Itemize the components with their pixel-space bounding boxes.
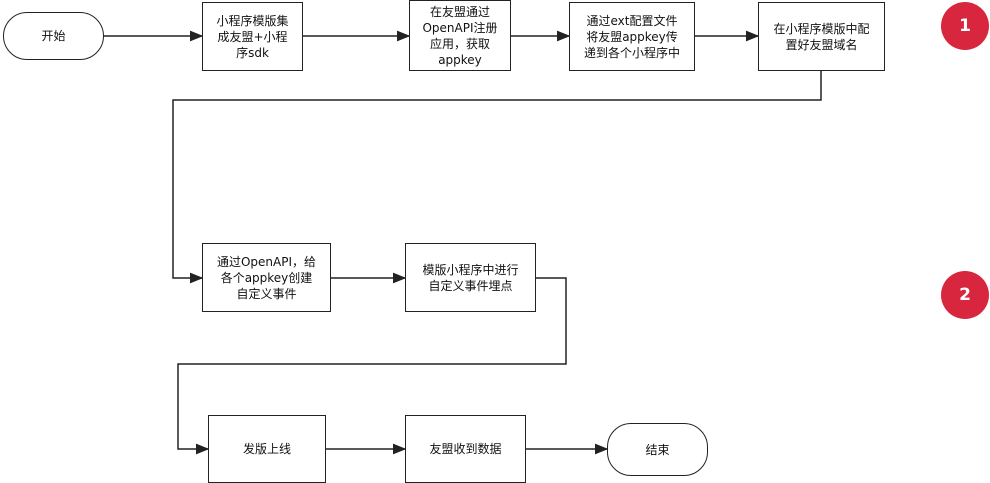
step-domain-config: 在小程序模版中配 置好友盟域名 [758,2,885,71]
end-node: 结束 [607,423,708,476]
step-receive-data: 友盟收到数据 [405,415,526,483]
end-label: 结束 [645,442,670,457]
phase-1-badge: 1 [941,2,989,50]
step-receive-data-label: 友盟收到数据 [429,442,502,456]
step-create-events: 通过OpenAPI，给 各个appkey创建 自定义事件 [202,243,331,312]
step-create-events-label: 通过OpenAPI，给 各个appkey创建 自定义事件 [216,254,317,301]
edge-track-to-release [177,277,567,455]
step-release-label: 发版上线 [242,442,291,456]
step-register-app-label: 在友盟通过 OpenAPI注册 应用，获取 appkey [422,4,498,67]
edge-domain-to-create-events [172,70,822,284]
start-node: 开始 [3,12,104,60]
phase-2-number: 2 [959,285,971,305]
step-integrate-sdk-label: 小程序模版集 成友盟+小程 序sdk [216,13,289,60]
step-track-events: 模版小程序中进行 自定义事件埋点 [405,243,536,312]
step-integrate-sdk: 小程序模版集 成友盟+小程 序sdk [202,2,303,71]
start-label: 开始 [41,29,66,43]
step-track-events-label: 模版小程序中进行 自定义事件埋点 [422,262,519,293]
phase-1-number: 1 [959,16,971,36]
step-ext-config-label: 通过ext配置文件 将友盟appkey传 递到各个小程序中 [583,13,680,60]
step-register-app: 在友盟通过 OpenAPI注册 应用，获取 appkey [409,0,511,71]
step-release: 发版上线 [208,415,326,483]
step-domain-config-label: 在小程序模版中配 置好友盟域名 [773,21,870,52]
phase-2-badge: 2 [941,271,989,319]
step-ext-config: 通过ext配置文件 将友盟appkey传 递到各个小程序中 [569,2,695,71]
